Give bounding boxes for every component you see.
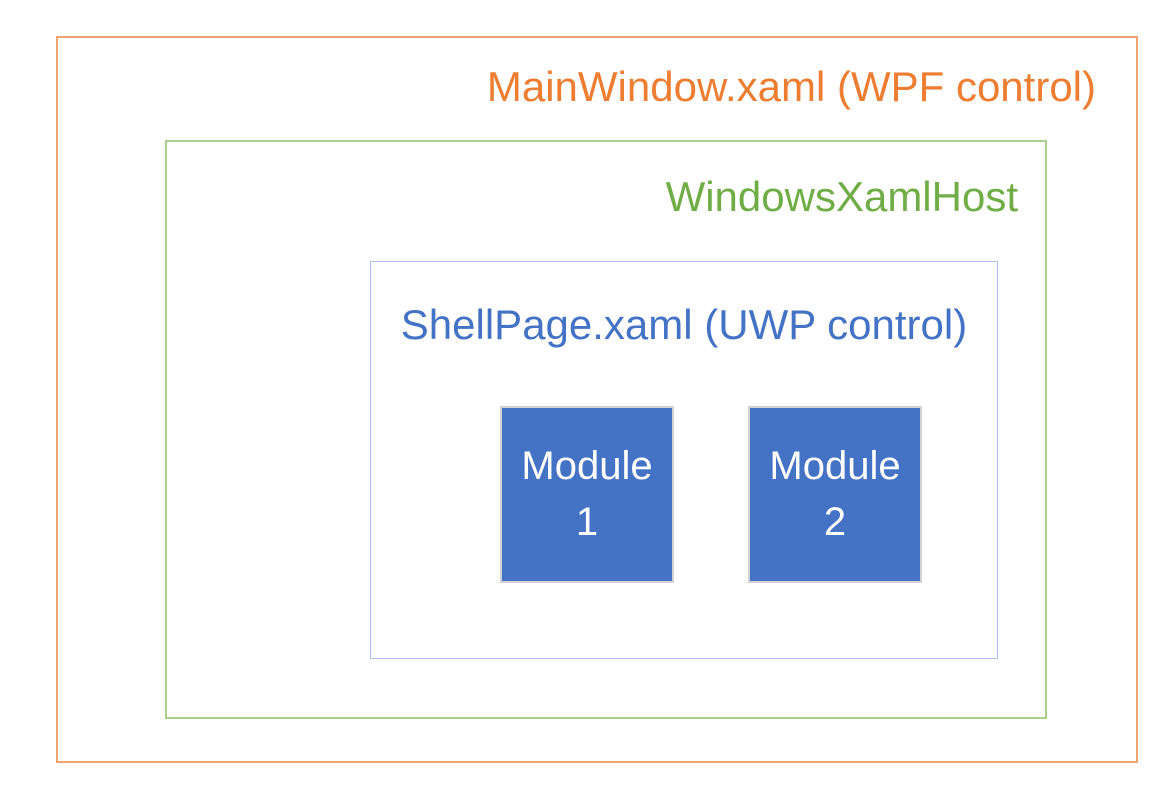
module-2-label: Module 2 xyxy=(769,444,901,544)
mainwindow-wpf-box xyxy=(56,36,1138,763)
shellpage-uwp-label: ShellPage.xaml (UWP control) xyxy=(400,301,968,348)
mainwindow-wpf-label: MainWindow.xaml (WPF control) xyxy=(486,63,1096,110)
windows-xaml-host-label: WindowsXamlHost xyxy=(665,173,1018,220)
shellpage-uwp-box xyxy=(370,261,998,659)
module-1-block: Module 1 xyxy=(500,406,674,583)
windows-xaml-host-box xyxy=(165,140,1047,719)
module-2-block: Module 2 xyxy=(748,406,922,583)
module-1-label: Module 1 xyxy=(521,444,653,544)
